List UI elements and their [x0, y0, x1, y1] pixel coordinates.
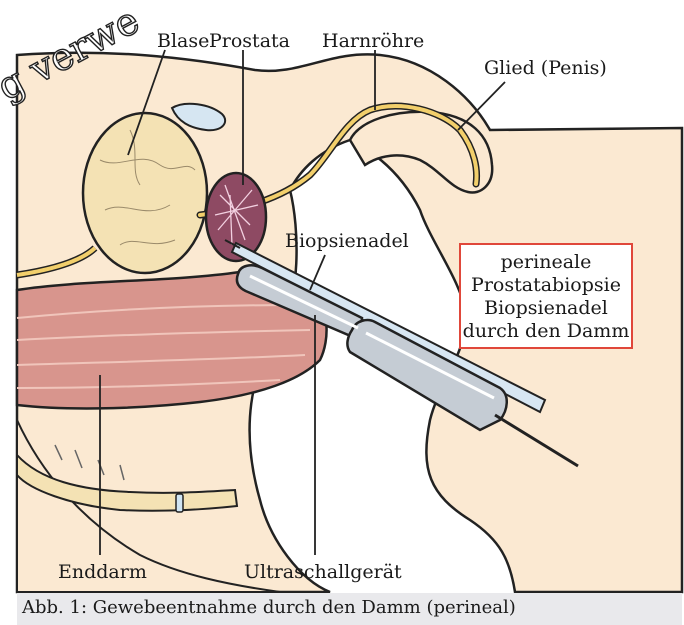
colon-marker: [176, 494, 183, 512]
label-blase: Blase: [157, 30, 209, 52]
callout-line-3: Biopsienadel: [461, 297, 631, 320]
label-enddarm: Enddarm: [58, 561, 147, 583]
callout-line-2: Prostatabiopsie: [461, 274, 631, 297]
label-glied: Glied (Penis): [484, 57, 607, 79]
callout-line-4: durch den Damm: [461, 320, 631, 343]
label-prostata: Prostata: [209, 30, 290, 52]
bladder: [83, 113, 207, 273]
figure-caption: Abb. 1: Gewebeentnahme durch den Damm (p…: [22, 597, 516, 618]
label-biopsienadel: Biopsienadel: [285, 230, 409, 252]
callout-box: perineale Prostatabiopsie Biopsienadel d…: [459, 243, 633, 349]
label-ultraschall: Ultraschallgerät: [244, 561, 402, 583]
label-harnroehre: Harnröhre: [322, 30, 424, 52]
callout-line-1: perineale: [461, 251, 631, 274]
